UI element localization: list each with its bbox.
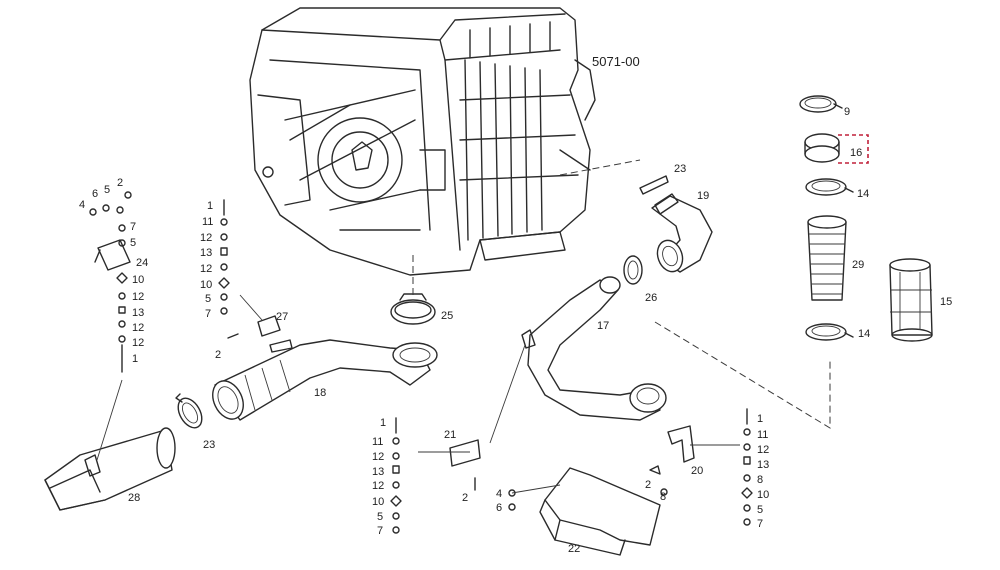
label-5a: 5	[104, 184, 110, 196]
label-12h: 12	[757, 444, 769, 456]
label-10c: 10	[372, 496, 384, 508]
clamp-14-lower	[805, 323, 854, 341]
label-14a: 14	[857, 188, 869, 200]
label-21: 21	[444, 429, 456, 441]
label-5e: 5	[757, 504, 763, 516]
label-12a: 12	[132, 291, 144, 303]
label-5b: 5	[130, 237, 136, 249]
label-1c: 1	[380, 417, 386, 429]
label-28: 28	[128, 492, 140, 504]
label-2a: 2	[117, 177, 123, 189]
label-2d: 2	[645, 479, 651, 491]
label-12c: 12	[132, 337, 144, 349]
label-12e: 12	[200, 263, 212, 275]
label-15: 15	[940, 296, 952, 308]
bracket-21	[449, 439, 481, 467]
hose-29	[807, 215, 847, 301]
label-19: 19	[697, 190, 709, 202]
clamp-26	[623, 255, 643, 285]
clamp-9	[799, 95, 843, 113]
label-4a: 4	[79, 199, 85, 211]
clamp-14-upper	[805, 178, 854, 196]
label-13d: 13	[757, 459, 769, 471]
label-12g: 12	[372, 480, 384, 492]
label-23a: 23	[203, 439, 215, 451]
pipe-18	[212, 339, 438, 421]
label-13a: 13	[132, 307, 144, 319]
clamp-16	[804, 133, 869, 164]
pipe-17	[521, 276, 667, 421]
label-29: 29	[852, 259, 864, 271]
clamp-23-left	[175, 393, 203, 429]
bracket-27	[257, 315, 281, 337]
label-6a: 6	[92, 188, 98, 200]
label-12f: 12	[372, 451, 384, 463]
label-1a: 1	[132, 353, 138, 365]
bracket-20	[667, 425, 695, 463]
label-27: 27	[276, 311, 288, 323]
label-1b: 1	[207, 200, 213, 212]
label-11c: 11	[757, 429, 768, 441]
label-16: 16	[850, 147, 862, 159]
hardware-stack-center	[390, 417, 516, 534]
label-8a: 8	[660, 491, 666, 503]
clamp-25	[390, 255, 436, 325]
label-26: 26	[645, 292, 657, 304]
sleeve-15	[889, 258, 933, 342]
label-2c: 2	[462, 492, 468, 504]
label-11a: 11	[202, 216, 213, 228]
label-17: 17	[597, 320, 609, 332]
label-10b: 10	[200, 279, 212, 291]
label-13c: 13	[372, 466, 384, 478]
label-12d: 12	[200, 232, 212, 244]
label-8b: 8	[757, 474, 763, 486]
label-10a: 10	[132, 274, 144, 286]
label-2b: 2	[215, 349, 221, 361]
drawing-number-text: 5071-00	[592, 54, 640, 69]
label-5d: 5	[377, 511, 383, 523]
label-23b: 23	[674, 163, 686, 175]
label-5c: 5	[205, 293, 211, 305]
label-13b: 13	[200, 247, 212, 259]
leader-lines	[239, 294, 740, 494]
label-25: 25	[441, 310, 453, 322]
bracket-24	[94, 239, 131, 271]
hardware-stack-upper	[218, 199, 239, 339]
tailpipe-28	[44, 379, 176, 511]
label-14b: 14	[858, 328, 870, 340]
muffler-assembly	[249, 7, 596, 276]
label-7d: 7	[757, 518, 763, 530]
label-22: 22	[568, 543, 580, 555]
label-7c: 7	[377, 525, 383, 537]
label-24: 24	[136, 257, 148, 269]
label-4b: 4	[496, 488, 502, 500]
label-18: 18	[314, 387, 326, 399]
label-7a: 7	[130, 221, 136, 233]
callout-labels: 4 6 5 2 7 5 24 10 12 13 12 12 1 1 11 12 …	[79, 106, 952, 555]
label-20: 20	[691, 465, 703, 477]
label-6b: 6	[496, 502, 502, 514]
label-9: 9	[844, 106, 850, 118]
label-1d: 1	[757, 413, 763, 425]
hardware-stack-right	[649, 408, 753, 526]
label-11b: 11	[372, 436, 383, 448]
drawing-number: 5071-00	[592, 54, 640, 69]
hardware-stack-left	[89, 191, 132, 373]
label-12b: 12	[132, 322, 144, 334]
label-7b: 7	[205, 308, 211, 320]
label-10d: 10	[757, 489, 769, 501]
elbow-19	[639, 175, 713, 273]
dashed-routing	[559, 159, 831, 429]
heat-shield-22	[539, 467, 661, 556]
